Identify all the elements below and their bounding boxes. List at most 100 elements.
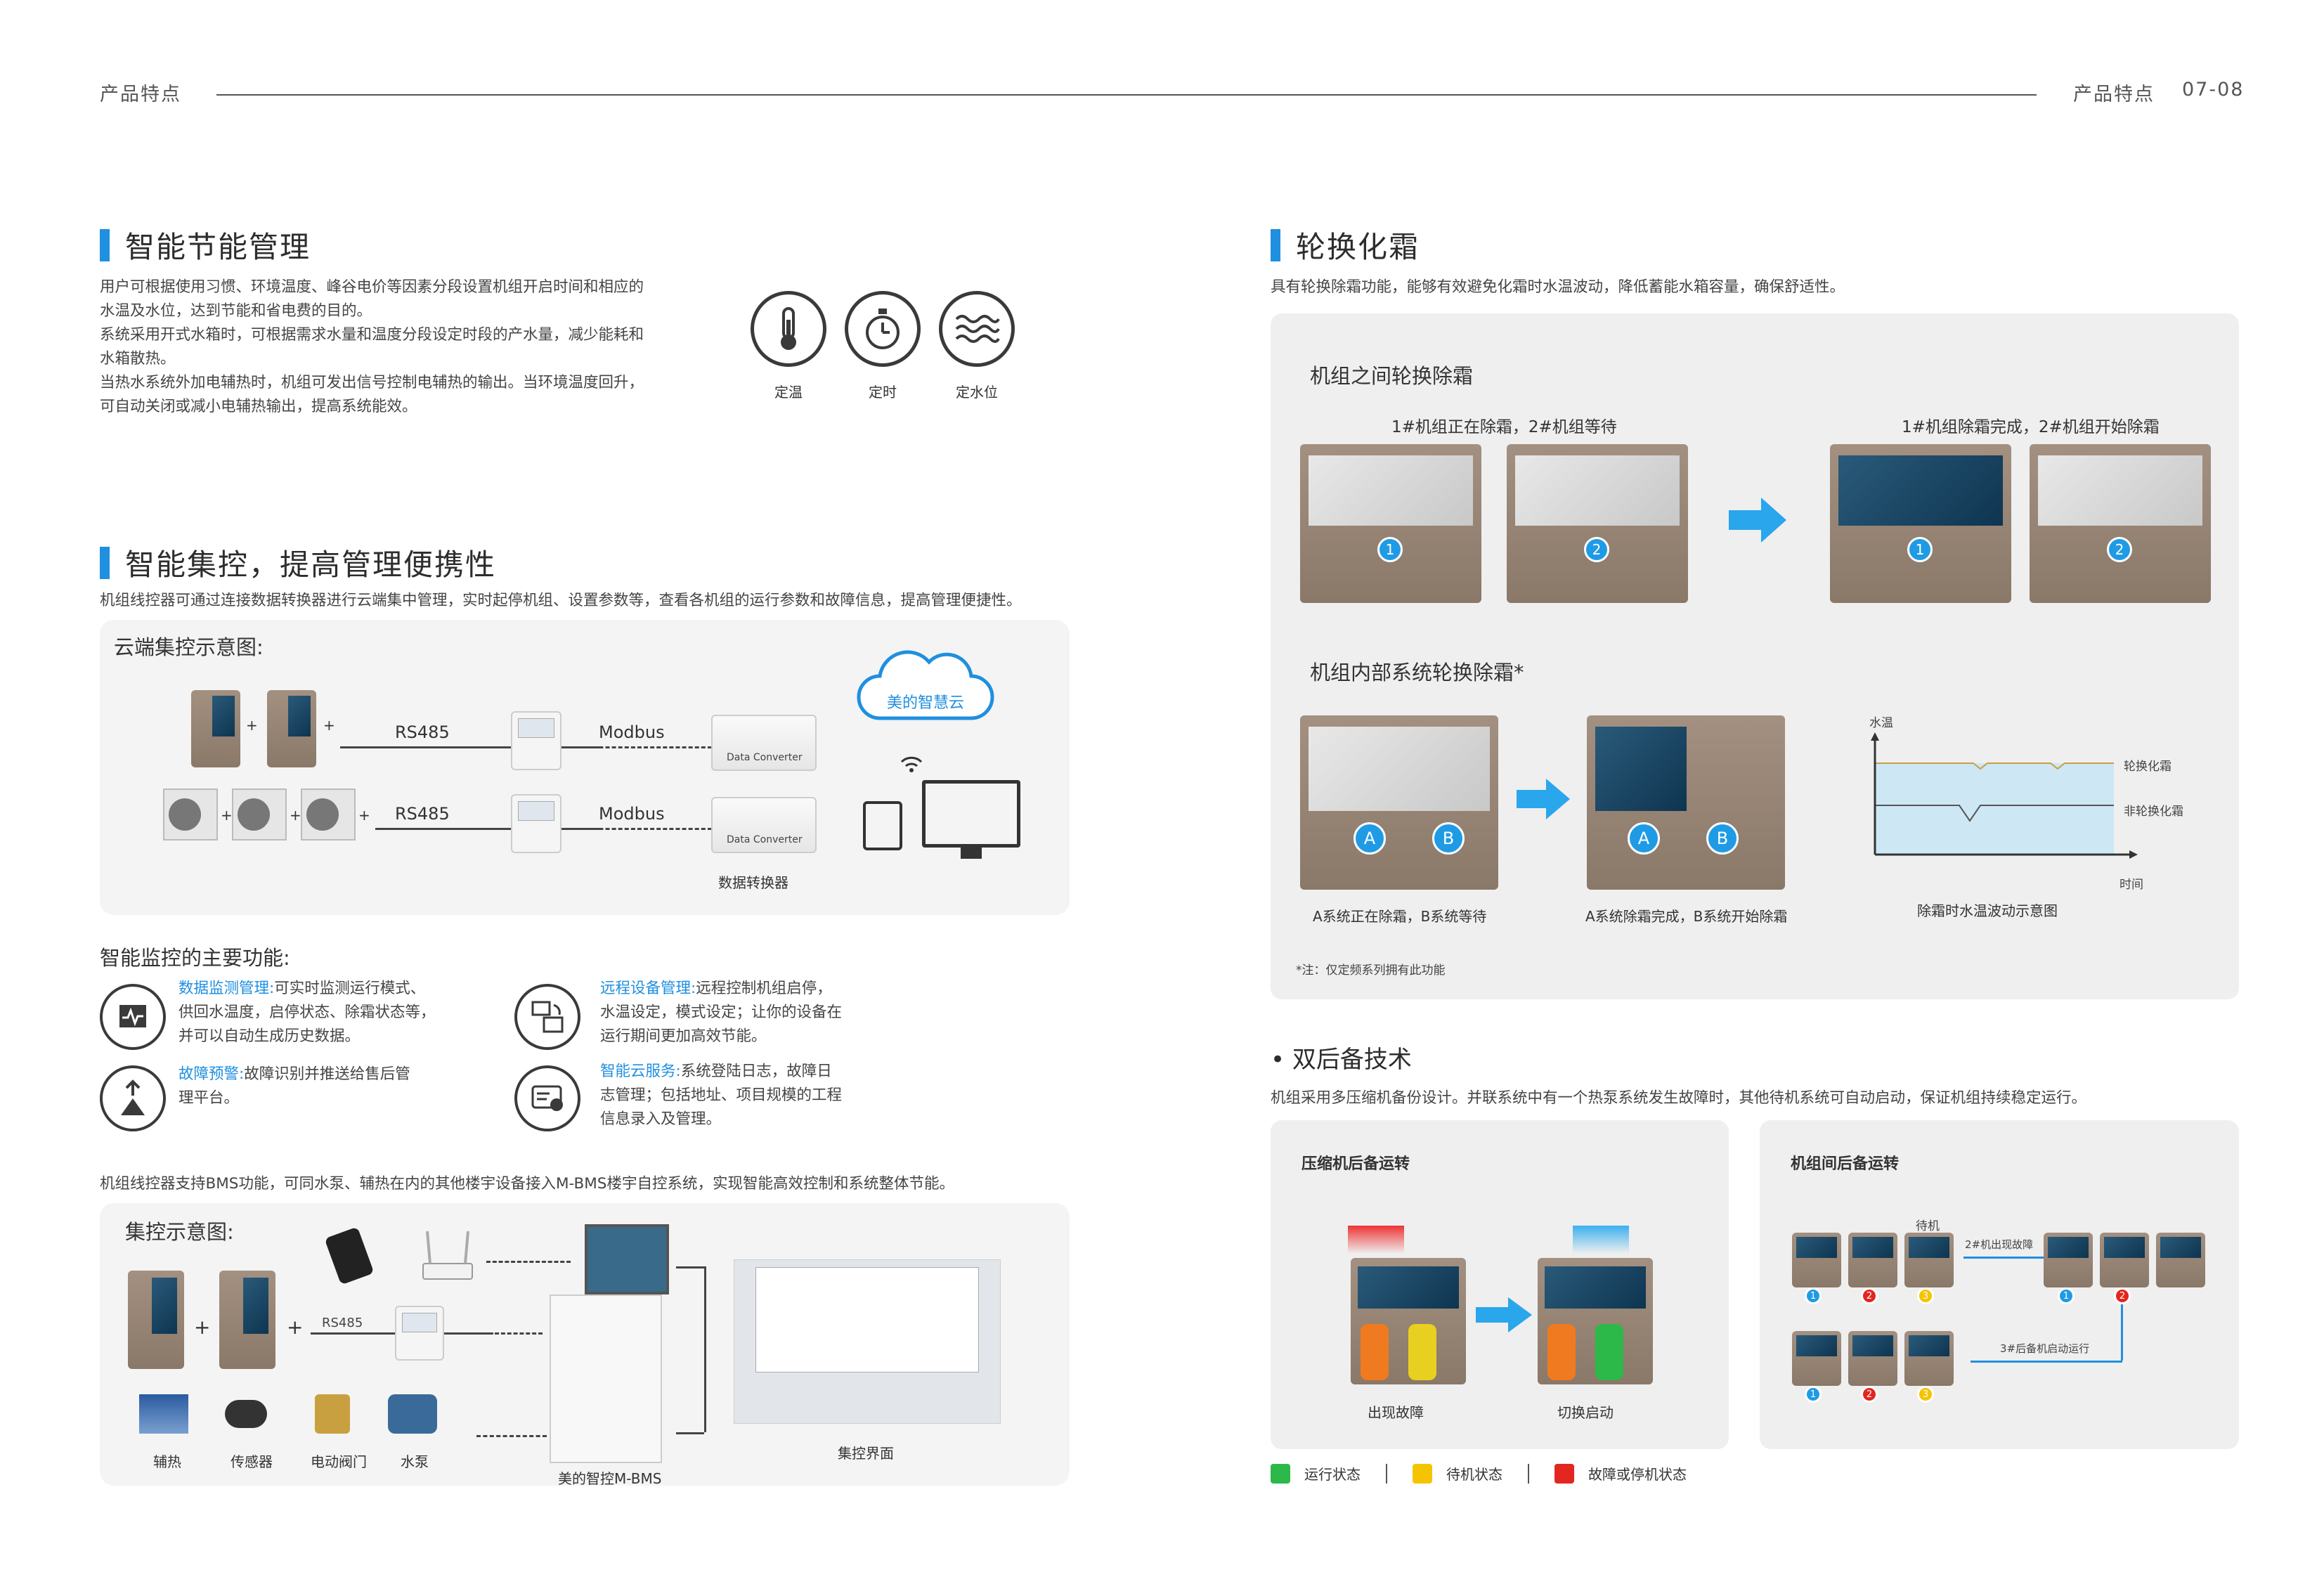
fault-warning-icon [100,1065,166,1131]
unit-number: 2 [1861,1287,1878,1304]
outdoor-unit [232,788,287,841]
device-label: 电动阀门 [311,1453,367,1470]
legend-label: 待机状态 [1446,1466,1502,1483]
features-title: 智能监控的主要功能: [100,946,290,970]
diagram-x-label: 时间 [2119,878,2143,892]
standby-label: 待机 [1916,1219,1940,1233]
defrost-description: 具有轮换除霜功能，能够有效避免化霜时水温波动，降低蓄能水箱容量，确保舒适性。 [1271,278,1845,296]
backup-unit [2100,1233,2149,1287]
plus-sign: + [323,717,335,734]
series-label: 非轮换化霜 [2124,805,2183,819]
wifi-icon [900,755,923,776]
feature-text: 远程控制机组启停， [696,980,832,997]
defrost-caption: A系统除霜完成，B系统开始除霜 [1585,908,1788,925]
modbus-label: Modbus [599,804,665,824]
control-ui-screenshot [734,1259,1001,1424]
feature-text: 故障识别并推送给售后管 [244,1065,410,1083]
icon-label: 定水位 [956,384,998,401]
unit-1-done [1830,444,2011,603]
header-right-label: 产品特点 [2073,84,2155,105]
backup-unit [1904,1233,1954,1287]
monitor-icon [922,780,1020,848]
backup-unit [1848,1233,1897,1287]
panel-caption: 切换启动 [1557,1404,1614,1421]
rs485-label: RS485 [395,722,450,742]
title-accent-bar [100,546,110,579]
modbus-line [567,828,718,830]
page-number: 07-08 [2182,79,2245,100]
feature-text: 水温设定，模式设定；让你的设备在 [600,1004,843,1021]
unit-badge: 1 [1907,537,1933,562]
modbus-label: Modbus [599,722,665,742]
feature-title: 智能云服务: [600,1063,681,1080]
connector-vertical [704,1266,706,1432]
backup-unit [1848,1331,1897,1386]
panel-subtitle: 机组内部系统轮换除霜* [1310,661,1524,684]
defrost-panel: 机组之间轮换除霜 1#机组正在除霜，2#机组等待 1#机组除霜完成，2#机组开始… [1271,313,2239,999]
cloud-control-panel: 云端集控示意图: + + RS485 Modbus Data Converter… [100,620,1070,915]
rs485-line [340,746,600,748]
monitor-stand [961,848,982,859]
section-title-energy: 智能节能管理 [100,223,311,266]
feature-text: 运行期间更加高效节能。 [600,1027,767,1045]
unit-number: 3 [1917,1386,1934,1403]
rs485-line [375,828,600,830]
rs485-label: RS485 [395,804,450,824]
modbus-line [567,746,718,748]
panel-subtitle: 机组间后备运转 [1791,1155,1900,1173]
para-line: 水温及水位，达到节能和省电费的目的。 [100,302,372,320]
unit-number: 2 [1861,1386,1878,1403]
backup-unit [2044,1233,2093,1287]
system-badge: B [1706,822,1739,855]
arrow-right-icon [1517,779,1570,819]
data-converter [711,715,817,771]
fault-message: 2#机出现故障 [1965,1238,2034,1251]
para-line: 当热水系统外加电辅热时，机组可发出信号控制电辅热的输出。当环境温度回升， [100,374,644,391]
flow-arrow-line [1971,1361,2122,1363]
bms-cabinet [550,1294,662,1463]
header-left: 产品特点 [100,84,181,105]
title-accent-bar [100,228,110,261]
outdoor-unit [163,788,218,841]
bms-description: 机组线控器支持BMS功能，可同水泵、辅热在内的其他楼宇设备接入M-BMS楼宇自控… [100,1175,954,1193]
feature-text: 供回水温度，启停状态、除霜状态等， [178,1004,436,1021]
solar-heater-icon [139,1394,188,1434]
energy-icons: 定温 定时 定水位 [751,291,1088,410]
panel-title: 云端集控示意图: [114,635,264,659]
cloud-icon [852,648,999,732]
converter-text: Data Converter [727,834,803,845]
feature-cloud-service: 智能云服务:系统登陆日志，故障日 志管理；包括地址、项目规模的工程 信息录入及管… [600,1060,909,1131]
bms-link-line [451,1332,543,1335]
backup-description: 机组采用多压缩机备份设计。并联系统中有一个热泵系统发生故障时，其他待机系统可自动… [1271,1089,2087,1107]
ui-label: 集控界面 [838,1445,894,1462]
cloud-service-icon [514,1065,580,1131]
backup-unit [1792,1233,1841,1287]
plus-sign: + [287,1316,304,1339]
section-title-backup: • 双后备技术 [1271,1046,1412,1074]
pump-icon [388,1394,437,1434]
timer-icon [845,291,921,367]
energy-description: 用户可根据使用习惯、环境温度、峰谷电价等因素分段设置机组开启时间和相应的 水温及… [100,275,732,419]
data-monitor-icon [100,984,166,1050]
backup-unit [1792,1331,1841,1386]
heat-glow [1348,1226,1404,1254]
unit-ab-b-defrosting [1587,715,1785,890]
compressor-fault [1361,1324,1389,1380]
unit-badge: 2 [1584,537,1609,562]
feature-fault: 故障预警:故障识别并推送给售后管 理平台。 [178,1063,488,1110]
unit-2-waiting [1507,444,1688,603]
device-label: 水泵 [401,1453,429,1470]
thermometer-icon [751,291,826,367]
compressor-running [1595,1324,1623,1380]
unit-number: 1 [1805,1287,1822,1304]
unit-number: 3 [1917,1287,1934,1304]
section-title-defrost: 轮换化霜 [1271,223,1420,266]
footnote: *注：仅定频系列拥有此功能 [1296,963,1446,978]
feature-title: 故障预警: [178,1065,245,1083]
section-title-text: 智能集控，提高管理便携性 [125,547,497,582]
water-temp-diagram [1871,732,2138,859]
arrow-right-icon [1729,498,1786,543]
heat-pump-unit [128,1271,184,1369]
remote-device-icon [514,984,580,1050]
valve-icon [315,1394,350,1434]
